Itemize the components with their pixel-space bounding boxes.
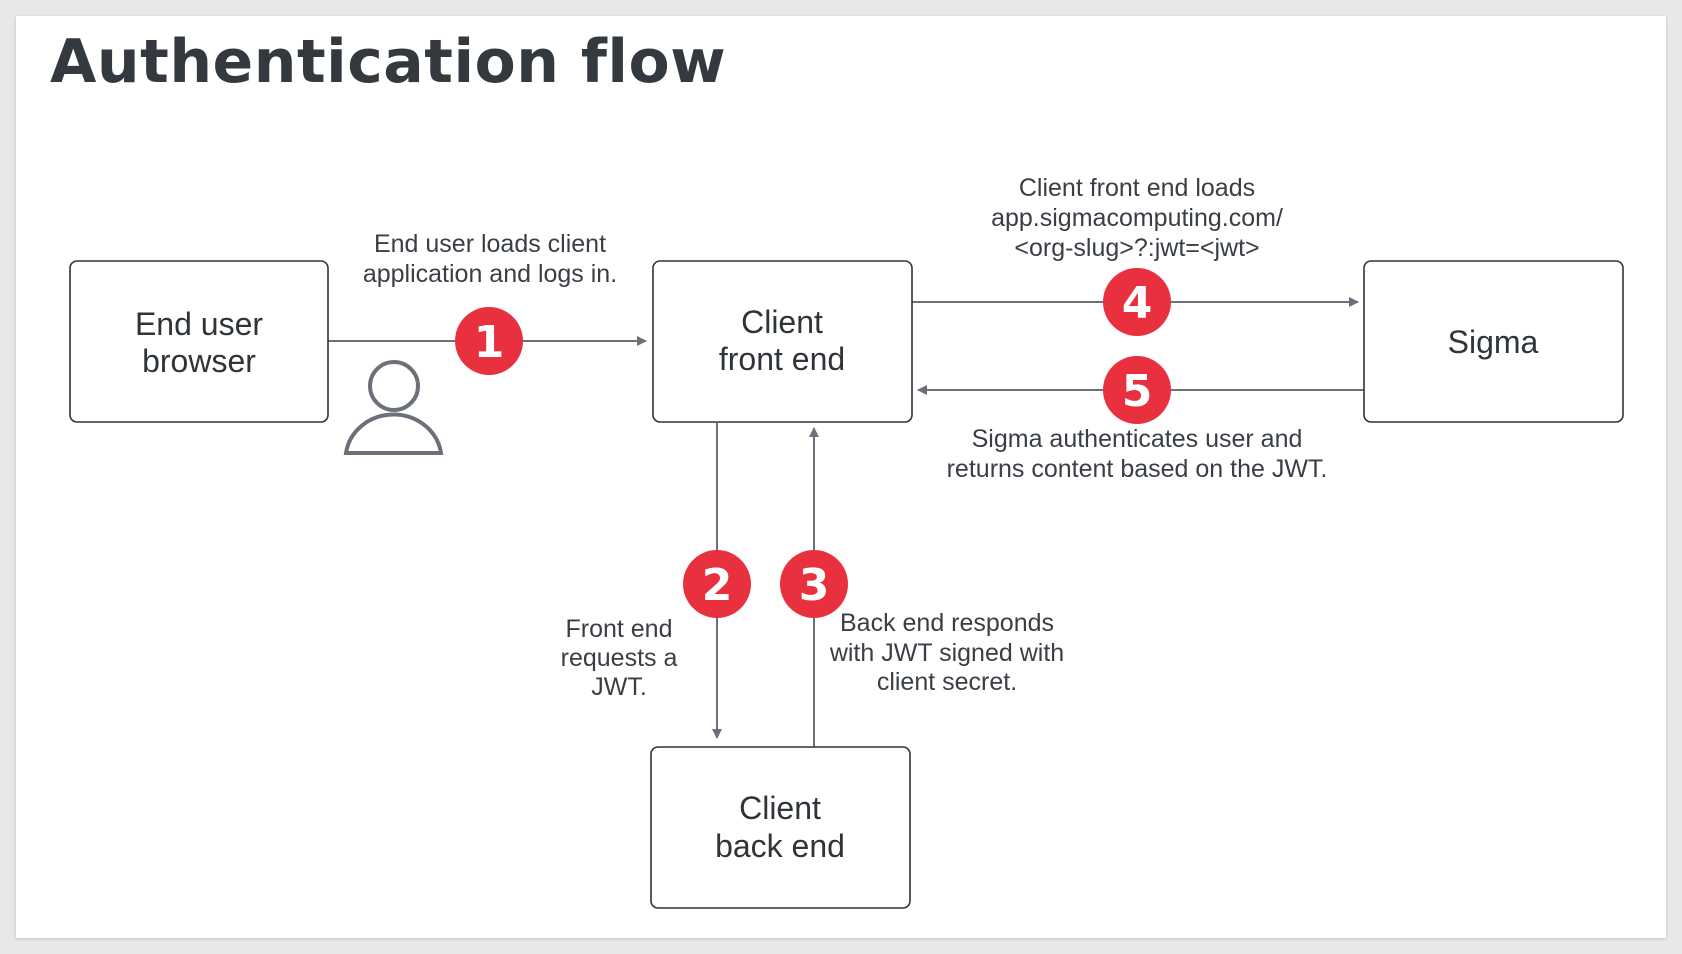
- step-4-badge: 4: [1103, 268, 1171, 336]
- note-line: with JWT signed with: [829, 639, 1064, 667]
- note-line: <org-slug>?:jwt=<jwt>: [1014, 234, 1259, 262]
- step-number: 4: [1122, 278, 1153, 329]
- note-line: application and logs in.: [363, 260, 617, 288]
- note-line: client secret.: [877, 668, 1017, 696]
- step-number: 2: [702, 560, 733, 611]
- node-label: front end: [719, 341, 845, 377]
- node-client-back-end: Client back end: [650, 746, 911, 909]
- note-line: End user loads client: [374, 230, 606, 258]
- node-label: back end: [715, 828, 845, 864]
- step-4-note: Client front end loads app.sigmacomputin…: [991, 174, 1283, 262]
- node-end-user-browser: End user browser: [69, 260, 329, 423]
- note-line: returns content based on the JWT.: [947, 455, 1328, 483]
- node-label: browser: [142, 343, 256, 379]
- step-5-note: Sigma authenticates user and returns con…: [947, 425, 1328, 483]
- node-client-front-end: Client front end: [652, 260, 913, 423]
- step-number: 3: [799, 560, 830, 611]
- note-line: JWT.: [591, 673, 647, 701]
- node-label: End user: [135, 306, 263, 342]
- node-sigma: Sigma: [1363, 260, 1624, 423]
- step-number: 5: [1122, 366, 1153, 417]
- step-2-badge: 2: [683, 550, 751, 618]
- note-line: requests a: [561, 644, 678, 672]
- step-2-note: Front end requests a JWT.: [561, 615, 678, 701]
- note-line: Client front end loads: [1019, 174, 1255, 202]
- step-3-note: Back end responds with JWT signed with c…: [829, 609, 1064, 696]
- note-line: Front end: [565, 615, 672, 643]
- user-icon: [343, 360, 444, 455]
- step-3-badge: 3: [780, 550, 848, 618]
- node-label: Client: [739, 790, 821, 826]
- node-label: Sigma: [1448, 324, 1539, 360]
- step-1-note: End user loads client application and lo…: [363, 230, 617, 288]
- note-line: app.sigmacomputing.com/: [991, 204, 1283, 232]
- step-1-badge: 1: [455, 307, 523, 375]
- note-line: Back end responds: [840, 609, 1054, 637]
- note-line: Sigma authenticates user and: [972, 425, 1303, 453]
- page-title: Authentication flow: [50, 27, 727, 97]
- step-5-badge: 5: [1103, 356, 1171, 424]
- node-label: Client: [741, 304, 823, 340]
- step-number: 1: [474, 317, 505, 368]
